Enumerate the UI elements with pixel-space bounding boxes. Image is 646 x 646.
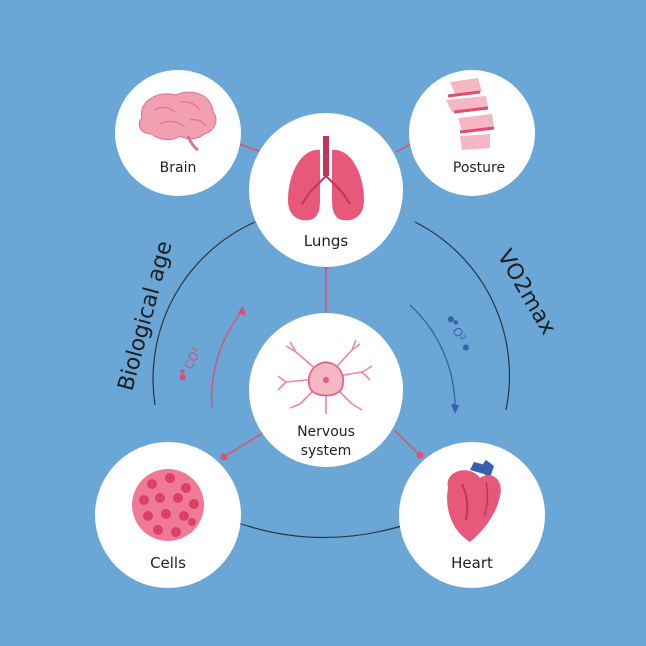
node-posture-label: Posture [453,160,505,176]
node-heart: Heart [399,442,545,588]
o2-label-text: O² [449,325,468,344]
co2-flow-arrow [211,309,244,409]
brain-icon [138,91,217,152]
lungs-icon [288,136,364,221]
spine-icon [446,78,495,150]
node-nervous-system: Nervous system [249,313,403,467]
bottom-arc [229,519,421,539]
o2-bubble-icon [447,316,454,323]
heart-icon [447,460,501,542]
node-nervous-label-line2: system [301,443,352,459]
node-heart-label: Heart [451,554,493,572]
neuron-icon [277,339,373,414]
o2-arrowhead [451,404,459,414]
connector-nervous-cells [221,429,269,459]
cell-icon [132,469,204,541]
biological-age-label: Biological age [114,238,178,393]
co2-arrowhead [238,306,246,316]
connector-nervous-heart [393,429,421,456]
connector-dot-heart [416,451,424,459]
left-arc [152,221,256,406]
node-brain-label: Brain [160,160,197,176]
co2-label: CO² [179,345,204,381]
o2-flow-arrow [409,304,456,409]
connector-dot-cells [220,453,228,461]
co2-label-text: CO² [181,345,204,372]
node-lungs-label: Lungs [304,232,349,250]
co2-bubble-icon [179,374,186,381]
node-cells: Cells [95,442,241,588]
node-lungs: Lungs [249,113,403,267]
right-arc [414,221,511,411]
o2-label: O² [447,316,469,351]
node-brain: Brain [115,70,241,196]
node-posture: Posture [409,70,535,196]
node-nervous-label-line1: Nervous [297,424,355,440]
node-cells-label: Cells [150,554,186,572]
